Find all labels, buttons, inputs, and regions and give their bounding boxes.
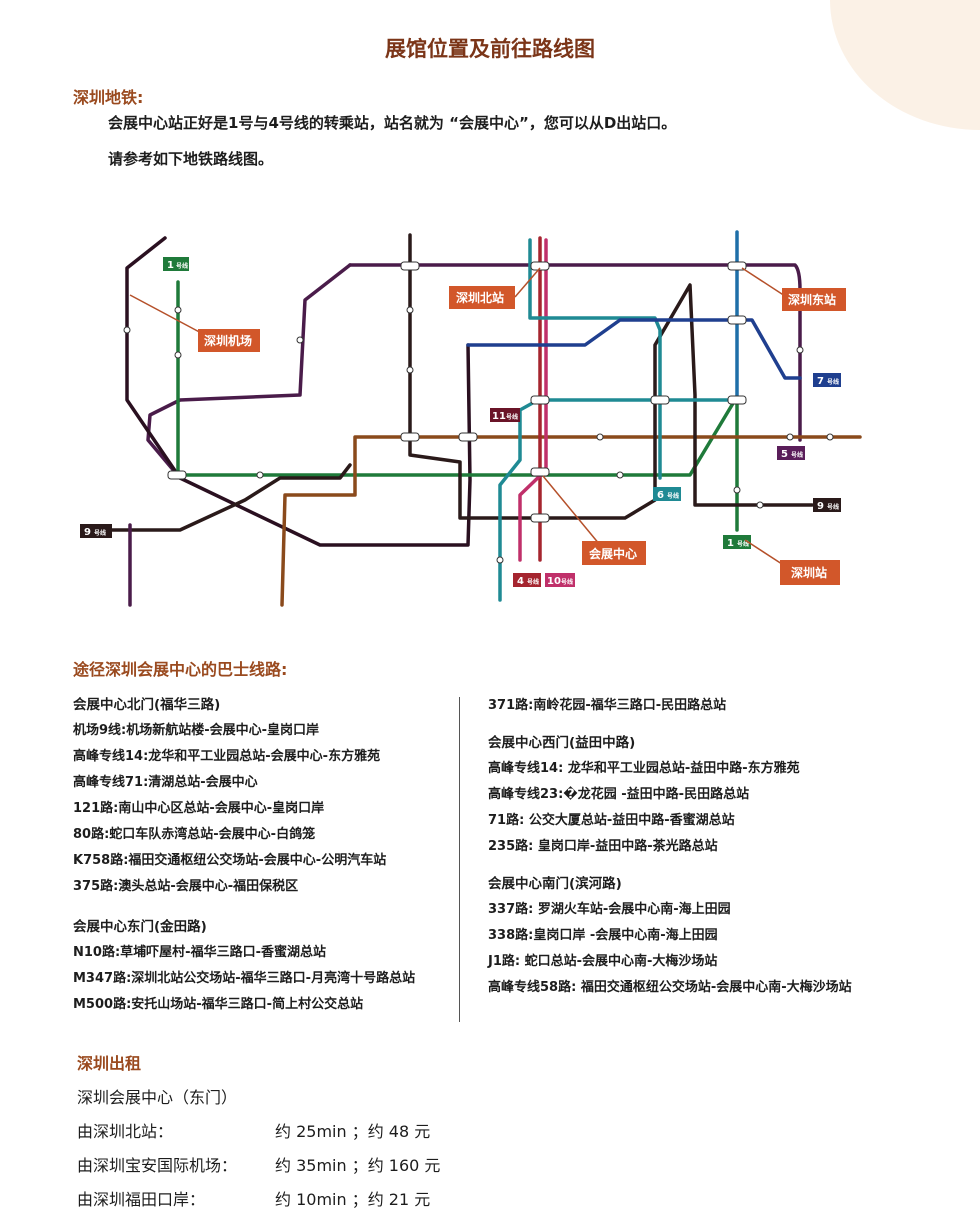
- taxi-info: 约 25min ；约 48 元: [275, 1122, 431, 1141]
- svg-text:9: 9: [817, 501, 824, 512]
- callout-convention-center: 会展中心: [582, 541, 646, 565]
- callout-shenzhen-station: 深圳站: [780, 560, 840, 585]
- line-6: [498, 398, 737, 602]
- bus-route: 高峰专线23:�龙花园 -益田中路-民田路总站: [488, 787, 750, 802]
- svg-text:10: 10: [547, 576, 561, 587]
- bus-route: 高峰专线14:龙华和平工业园总站-会展中心-东方雅苑: [73, 749, 381, 764]
- column-divider: [459, 697, 460, 1022]
- svg-text:深圳站: 深圳站: [791, 565, 827, 580]
- callout-east-station: 深圳东站: [782, 288, 846, 311]
- svg-text:号线: 号线: [176, 262, 188, 270]
- line-11: [125, 236, 472, 547]
- bus-route: 高峰专线14: 龙华和平工业园总站-益田中路-东方雅苑: [488, 761, 800, 776]
- svg-text:11: 11: [492, 411, 506, 422]
- svg-text:4: 4: [517, 576, 524, 587]
- svg-text:深圳北站: 深圳北站: [456, 290, 504, 305]
- bus-route: 337路: 罗湖火车站-会展中心南-海上田园: [488, 902, 731, 917]
- decorative-corner: [830, 0, 980, 130]
- callout-leaders: [129, 267, 786, 567]
- bus-route: M500路:安托山场站-福华三路口-简上村公交总站: [73, 997, 364, 1012]
- bus-route: K758路:福田交通枢纽公交场站-会展中心-公明汽车站: [73, 853, 387, 868]
- bus-group-title: 会展中心西门(益田中路): [488, 735, 636, 751]
- bus-route: 80路:蛇口车队赤湾总站-会展中心-白鸽笼: [73, 827, 316, 842]
- taxi-from: 由深圳福田口岸：: [77, 1190, 206, 1209]
- line-5: [280, 435, 862, 607]
- bus-route: 71路: 公交大厦总站-益田中路-香蜜湖总站: [488, 813, 735, 828]
- taxi-info: 约 35min ；约 160 元: [275, 1156, 441, 1175]
- bus-route: 121路:南山中心区总站-会展中心-皇岗口岸: [73, 801, 325, 816]
- svg-text:号线: 号线: [737, 540, 749, 548]
- taxi-destination: 深圳会展中心（东门）: [77, 1088, 238, 1107]
- bus-route: 375路:澳头总站-会展中心-福田保税区: [73, 879, 299, 894]
- metro-hint: 请参考如下地铁路线图。: [108, 150, 274, 168]
- bus-route: J1路: 蛇口总站-会展中心南-大梅沙场站: [488, 954, 718, 969]
- line-2-west: [146, 263, 352, 480]
- svg-text:号线: 号线: [667, 492, 679, 500]
- bus-column-left: 会展中心北门(福华三路) 机场9线:机场新航站楼-会展中心-皇岗口岸 高峰专线1…: [73, 692, 415, 1018]
- svg-text:号线: 号线: [791, 451, 803, 459]
- taxi-info: 约 10min ；约 21 元: [275, 1190, 431, 1209]
- svg-text:深圳东站: 深圳东站: [788, 292, 836, 307]
- callout-north-station: 深圳北站: [449, 286, 515, 309]
- bus-route: 高峰专线58路: 福田交通枢纽公交场站-会展中心南-大梅沙场站: [488, 980, 852, 995]
- bus-route: 338路:皇岗口岸 -会展中心南-海上田园: [488, 928, 718, 943]
- svg-text:1: 1: [167, 260, 174, 271]
- svg-text:号线: 号线: [506, 413, 518, 421]
- svg-text:1: 1: [727, 538, 734, 549]
- taxi-from: 由深圳北站：: [77, 1122, 174, 1141]
- taxi-row: 由深圳宝安国际机场： 约 35min ；约 160 元: [77, 1152, 577, 1186]
- svg-text:号线: 号线: [827, 378, 839, 386]
- bus-group-title: 会展中心东门(金田路): [73, 919, 207, 935]
- bus-route: 高峰专线71:清湖总站-会展中心: [73, 775, 258, 790]
- callout-airport: 深圳机场: [198, 329, 260, 352]
- bus-route: 机场9线:机场新航站楼-会展中心-皇岗口岸: [73, 723, 320, 738]
- line-2: [348, 263, 802, 442]
- bus-route: 235路: 皇岗口岸-益田中路-茶光路总站: [488, 839, 718, 854]
- svg-text:深圳机场: 深圳机场: [204, 333, 252, 348]
- taxi-from: 由深圳宝安国际机场：: [77, 1156, 238, 1175]
- svg-text:号线: 号线: [827, 503, 839, 511]
- line-7: [466, 318, 802, 380]
- line-teal-north: [528, 238, 662, 480]
- svg-text:号线: 号线: [94, 529, 106, 537]
- bus-route: M347路:深圳北站公交场站-福华三路口-月亮湾十号路总站: [73, 971, 416, 986]
- line-10: [518, 238, 548, 562]
- bus-route: 371路:南岭花园-福华三路口-民田路总站: [488, 698, 727, 713]
- bus-group-title: 会展中心北门(福华三路): [73, 697, 221, 713]
- metro-heading: 深圳地铁:: [73, 88, 144, 107]
- svg-text:号线: 号线: [527, 578, 539, 586]
- bus-column-right: 371路:南岭花园-福华三路口-民田路总站 会展中心西门(益田中路) 高峰专线1…: [488, 693, 852, 1001]
- bus-group-title: 会展中心南门(滨河路): [488, 876, 622, 892]
- taxi-row: 由深圳北站： 约 25min ；约 48 元: [77, 1118, 577, 1152]
- taxi-row: 由深圳福田口岸： 约 10min ；约 21 元: [77, 1186, 577, 1220]
- svg-text:会展中心: 会展中心: [589, 546, 637, 561]
- taxi-section: 深圳会展中心（东门） 由深圳北站： 约 25min ；约 48 元 由深圳宝安国际…: [77, 1084, 577, 1220]
- bus-heading: 途径深圳会展中心的巴士线路:: [73, 660, 288, 679]
- line-9-west: [93, 463, 352, 532]
- svg-text:6: 6: [657, 490, 664, 501]
- svg-text:5: 5: [781, 449, 788, 460]
- taxi-heading: 深圳出租: [77, 1054, 142, 1073]
- svg-text:7: 7: [817, 376, 824, 387]
- page-title: 展馆位置及前往路线图: [385, 37, 595, 61]
- metro-intro: 会展中心站正好是1号与4号线的转乘站，站名就为 “会展中心”，您可以从D出站口。: [108, 114, 677, 132]
- svg-text:9: 9: [84, 527, 91, 538]
- svg-text:号线: 号线: [561, 578, 573, 586]
- station-markers: [123, 261, 834, 564]
- bus-route: N10路:草埔吓屋村-福华三路口-香蜜湖总站: [73, 945, 326, 960]
